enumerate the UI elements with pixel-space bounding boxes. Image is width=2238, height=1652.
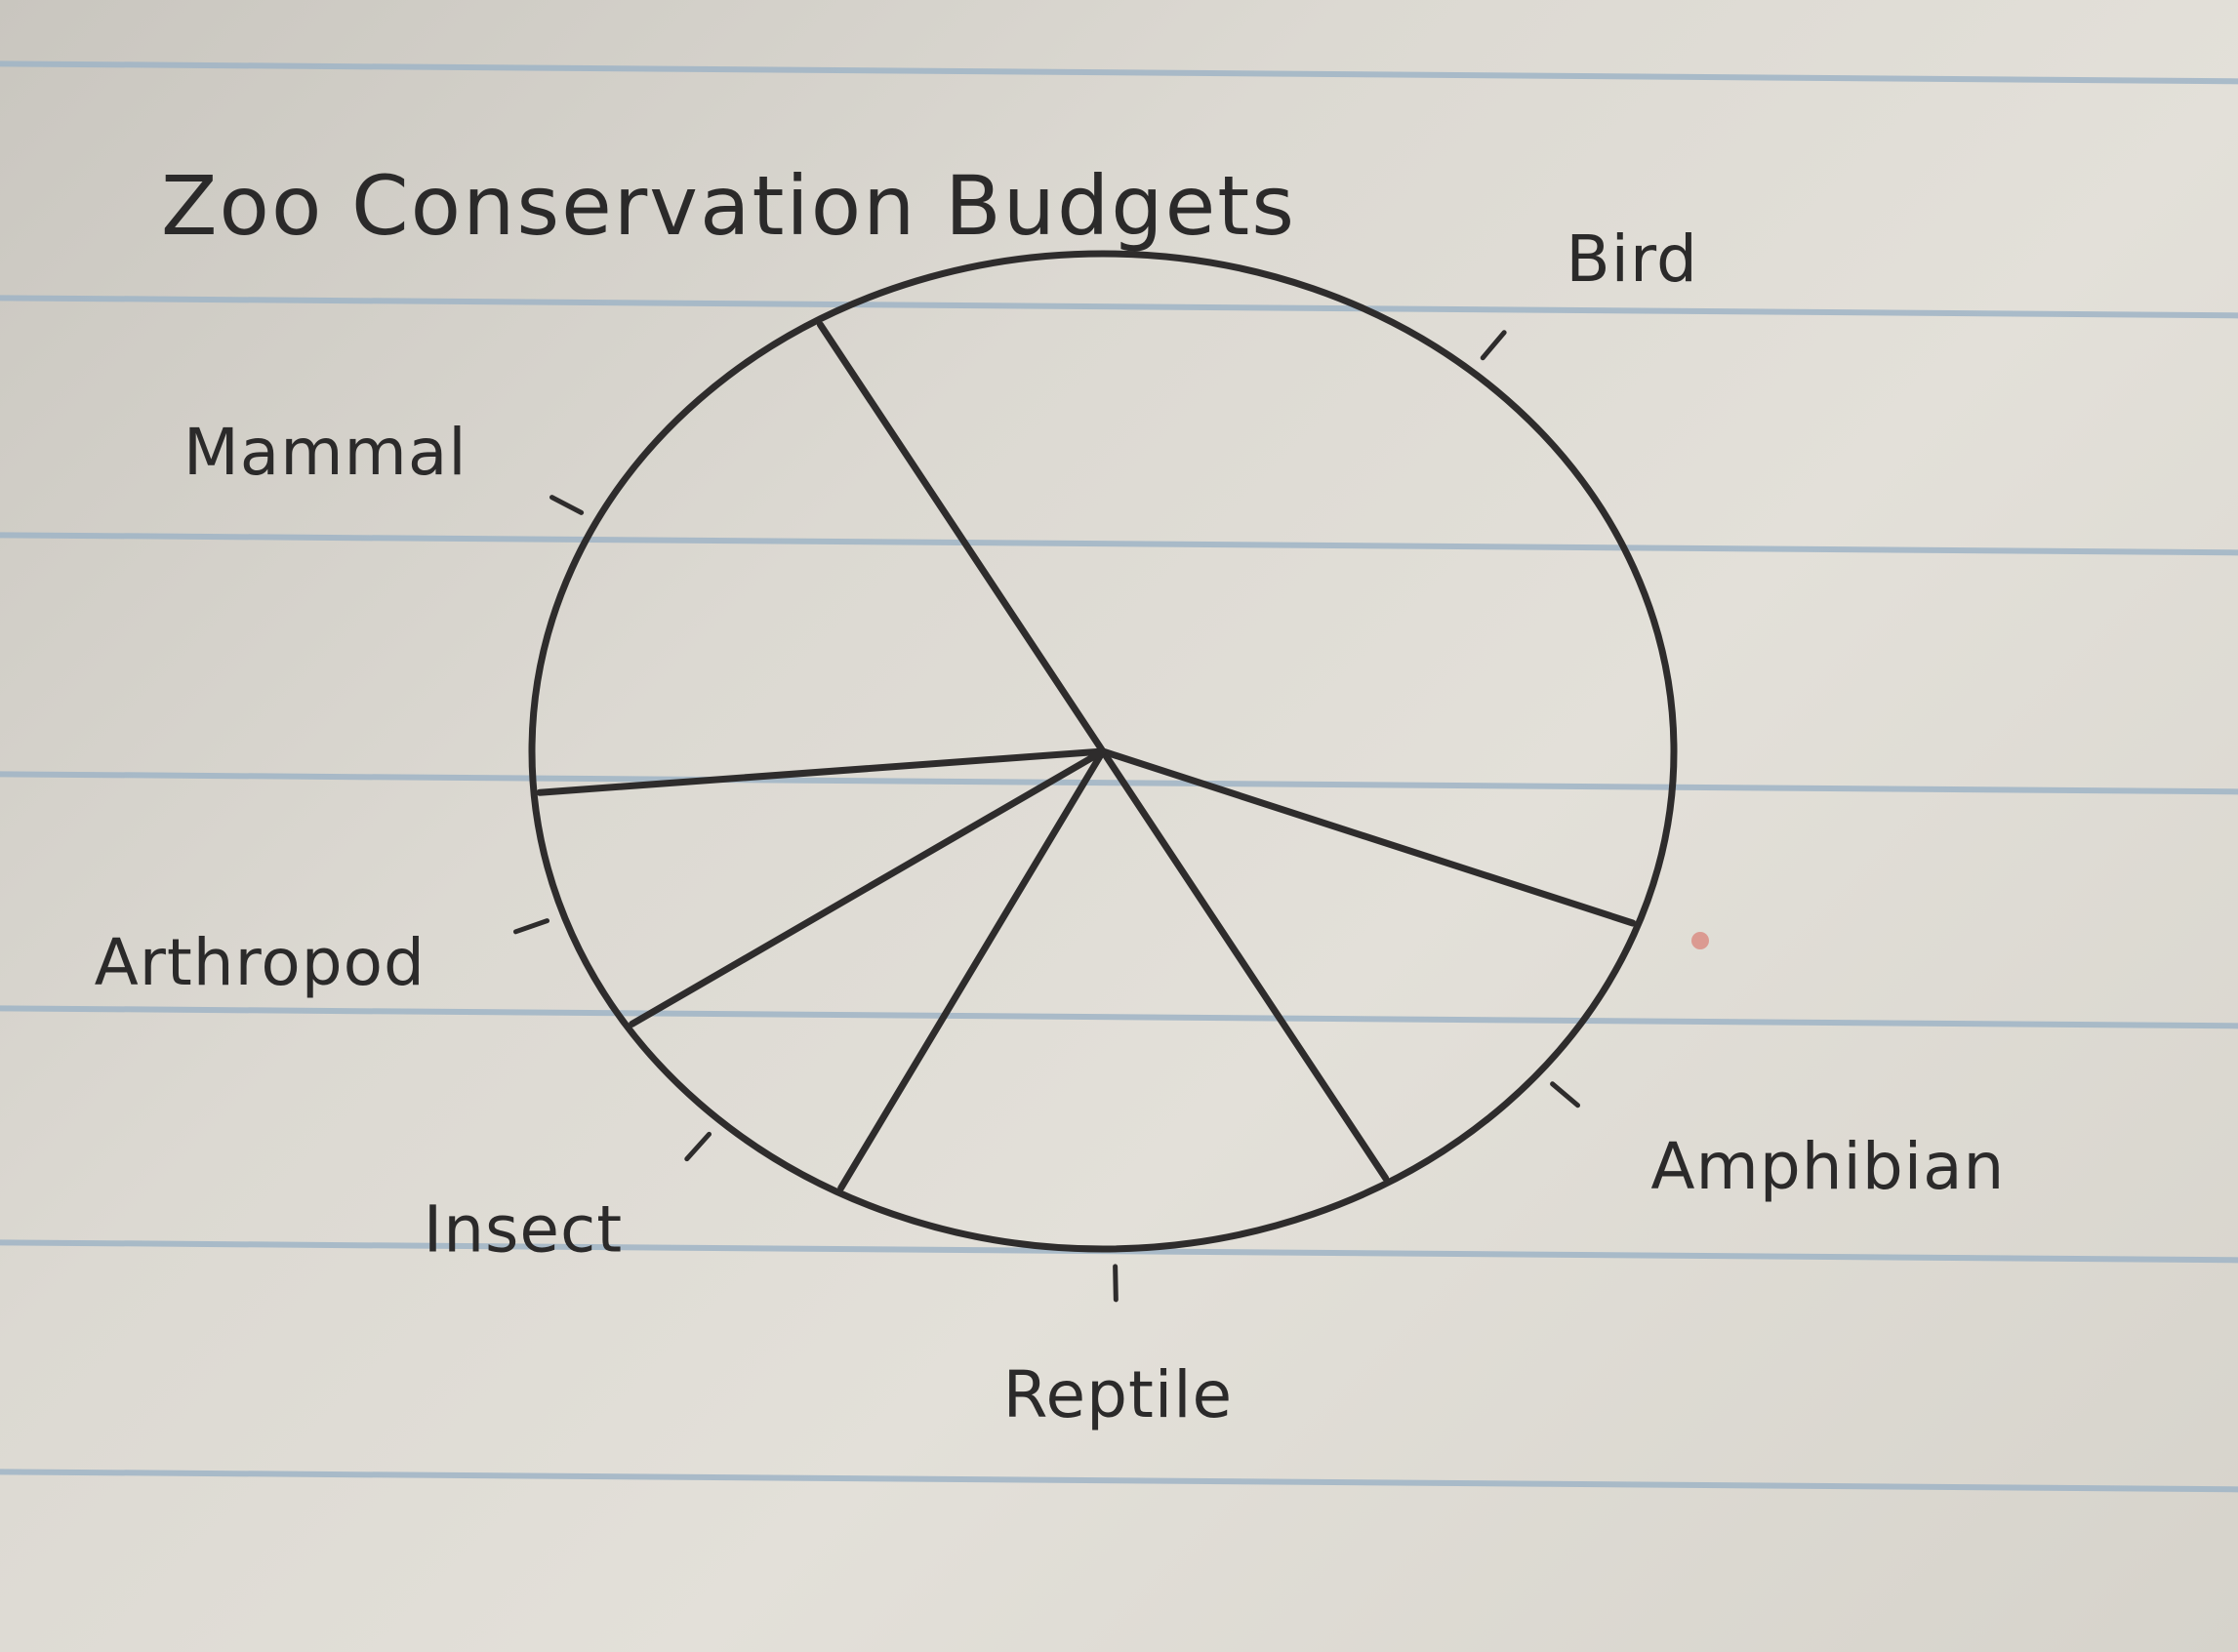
slice-label-reptile: Reptile: [1003, 1357, 1234, 1432]
label-tick: [1113, 1264, 1119, 1303]
red-ink-smudge: [1691, 932, 1709, 949]
slice-divider: [816, 321, 1107, 755]
label-tick: [684, 1131, 712, 1162]
label-tick: [1550, 1081, 1581, 1108]
pie-outline: [528, 250, 1678, 1253]
slice-divider: [629, 747, 1107, 1027]
slice-label-arthropod: Arthropod: [95, 925, 426, 1000]
slice-label-insect: Insect: [424, 1191, 623, 1267]
slice-divider: [1099, 747, 1637, 927]
chart-title: Zoo Conservation Budgets: [161, 158, 1296, 254]
label-tick: [1480, 330, 1507, 361]
slice-divider: [1099, 747, 1390, 1182]
slice-label-bird: Bird: [1566, 222, 1697, 297]
slice-label-amphibian: Amphibian: [1650, 1129, 2005, 1204]
label-tick: [512, 918, 550, 935]
slice-divider: [837, 747, 1107, 1191]
slice-divider: [536, 747, 1107, 796]
slice-label-mammal: Mammal: [183, 415, 468, 490]
label-tick: [549, 495, 585, 515]
